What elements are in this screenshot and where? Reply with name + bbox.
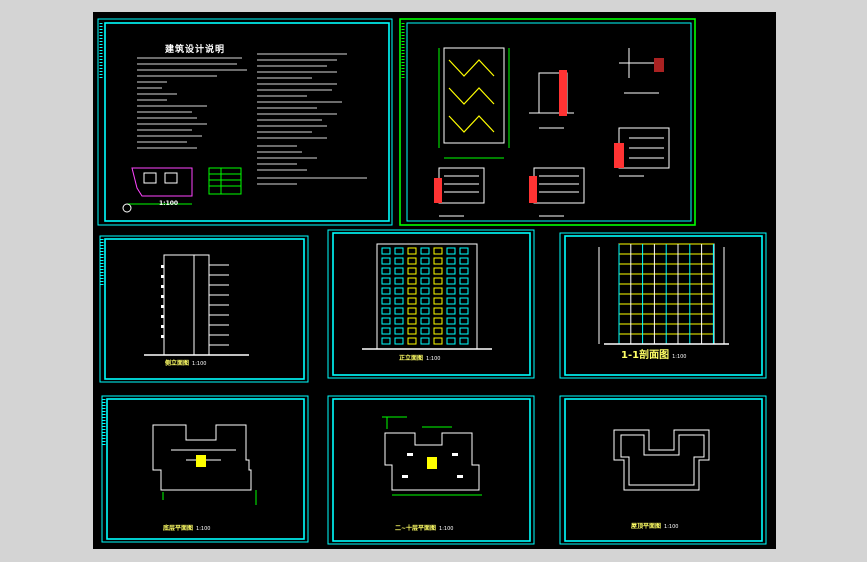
roof-plan-title: 屋顶平面图 — [631, 523, 662, 530]
front-elevation-scale: 1:100 — [426, 356, 441, 362]
front-elevation-title: 正立面图 — [399, 355, 424, 362]
side-elevation-title: 侧立面图 — [165, 360, 190, 367]
site-plan-caption: 1:100 — [159, 200, 178, 207]
sheet-design-notes[interactable]: 建筑设计说明 1:100 — [97, 18, 393, 226]
design-notes-title: 建筑设计说明 — [165, 45, 226, 55]
site-plan-scale: 1:100 — [159, 200, 179, 207]
roof-plan-scale: 1:100 — [664, 524, 679, 530]
sheet-stair-details[interactable] — [399, 18, 696, 226]
ground-plan-title: 底层平面图 — [163, 525, 194, 532]
second-plan-scale: 1:100 — [439, 526, 454, 532]
second-plan-title: 二~十层平面图 — [395, 525, 437, 532]
ground-plan-scale: 1:100 — [196, 526, 211, 532]
drawing-canvas[interactable]: 建筑设计说明 1:100 — [93, 12, 776, 549]
section-scale: 1:100 — [672, 354, 687, 360]
section-title: 1-1剖面图 — [621, 350, 670, 361]
side-elevation-scale: 1:100 — [192, 361, 207, 367]
